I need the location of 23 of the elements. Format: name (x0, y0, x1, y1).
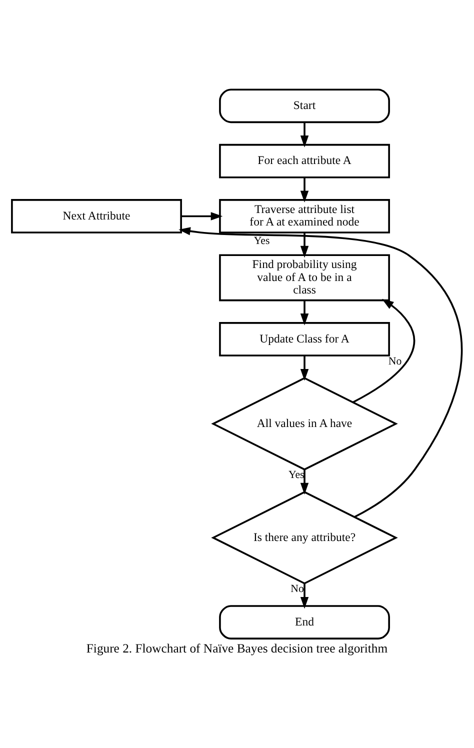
edge-label: Yes (254, 234, 270, 246)
node-diamond: Is there any attribute? (211, 490, 398, 584)
node-box: Find probability using value of A to be in a class (219, 254, 390, 301)
node-diamond: All values in A have (211, 376, 398, 470)
caption: Figure 2. Flowchart of Naïve Bayes decision tree algorithm (86, 640, 388, 655)
arrow (181, 212, 223, 220)
node-box: Update Class for A (219, 322, 390, 356)
node-box: End (219, 604, 390, 639)
node-box: For each attribute A (219, 143, 390, 178)
node-box: Traverse attribute list for A at examined node (219, 198, 390, 233)
arrow (300, 300, 309, 325)
arrow (300, 355, 309, 380)
arrow (300, 469, 309, 494)
arrow (300, 232, 309, 258)
arrow (178, 226, 463, 518)
node-box: Start (219, 88, 390, 123)
edge-label: No (290, 582, 304, 594)
arrow (300, 583, 309, 608)
arrow (300, 176, 309, 202)
edge-label: No (388, 354, 402, 367)
arrow (352, 298, 416, 402)
arrow (300, 122, 309, 147)
node-box: Next Attribute (11, 198, 182, 233)
